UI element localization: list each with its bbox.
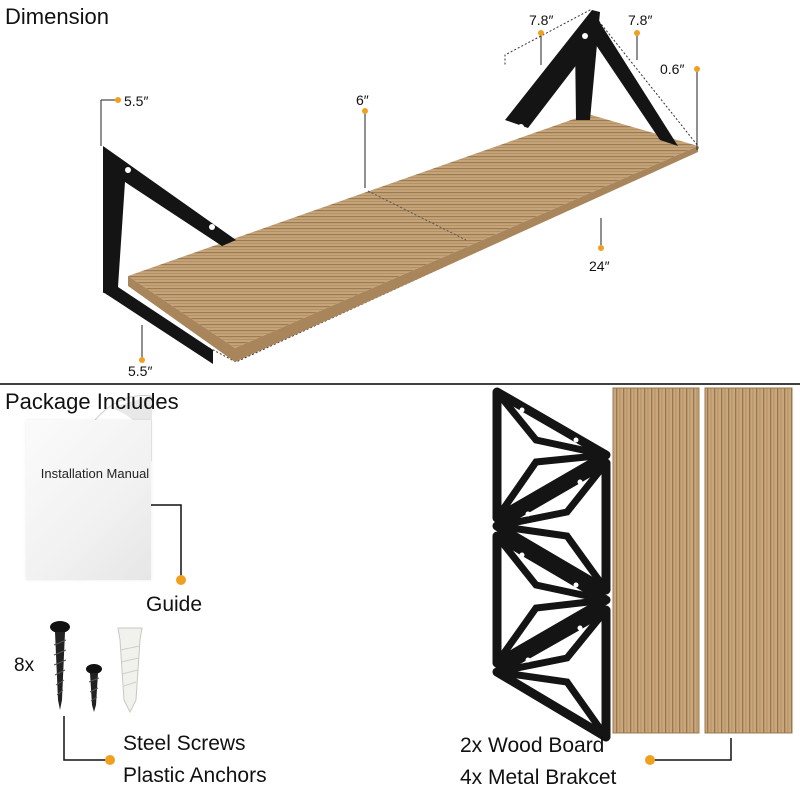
installation-manual-card [26, 420, 151, 580]
flat-bracket-3 [492, 531, 611, 668]
wood-board-label: 2x Wood Board [460, 734, 605, 757]
dim-left-top-depth: 5.5″ [124, 93, 149, 109]
screw-short [86, 664, 102, 712]
wood-board-2 [704, 387, 793, 734]
bracket-stack [492, 387, 611, 742]
installation-manual-text: Installation Manual [40, 466, 150, 481]
flat-bracket-1 [492, 387, 611, 523]
dimension-dots [115, 30, 700, 363]
guide-connector [150, 504, 186, 585]
boards-connector [645, 738, 732, 765]
wood-board-1 [612, 387, 700, 734]
dim-left-bottom-depth: 5.5″ [128, 363, 153, 379]
shelf-drawing [100, 9, 700, 364]
right-bracket [505, 10, 678, 146]
dimension-title: Dimension [5, 4, 109, 29]
dim-bracket-height-b: 7.8″ [628, 12, 653, 28]
dim-center-mark: 6″ [356, 92, 369, 108]
dim-bracket-height-a: 7.8″ [529, 12, 554, 28]
package-title: Package Includes [5, 389, 179, 414]
screws-connector [63, 716, 115, 765]
left-bracket [103, 146, 236, 364]
flat-bracket-2 [492, 458, 611, 595]
shelf-outline-dashed [102, 9, 699, 363]
steel-screws-label: Steel Screws [123, 732, 246, 755]
screw-count: 8x [14, 655, 35, 676]
shelf-board [128, 114, 698, 348]
plastic-anchors-label: Plastic Anchors [123, 764, 267, 787]
dim-length: 24″ [589, 258, 610, 274]
screw-long [50, 621, 70, 710]
plastic-anchor [117, 627, 143, 714]
metal-bracket-label: 4x Metal Brakcet [460, 766, 617, 789]
guide-label: Guide [146, 593, 203, 616]
flat-bracket-4 [492, 605, 611, 742]
dim-thickness: 0.6″ [660, 61, 685, 77]
